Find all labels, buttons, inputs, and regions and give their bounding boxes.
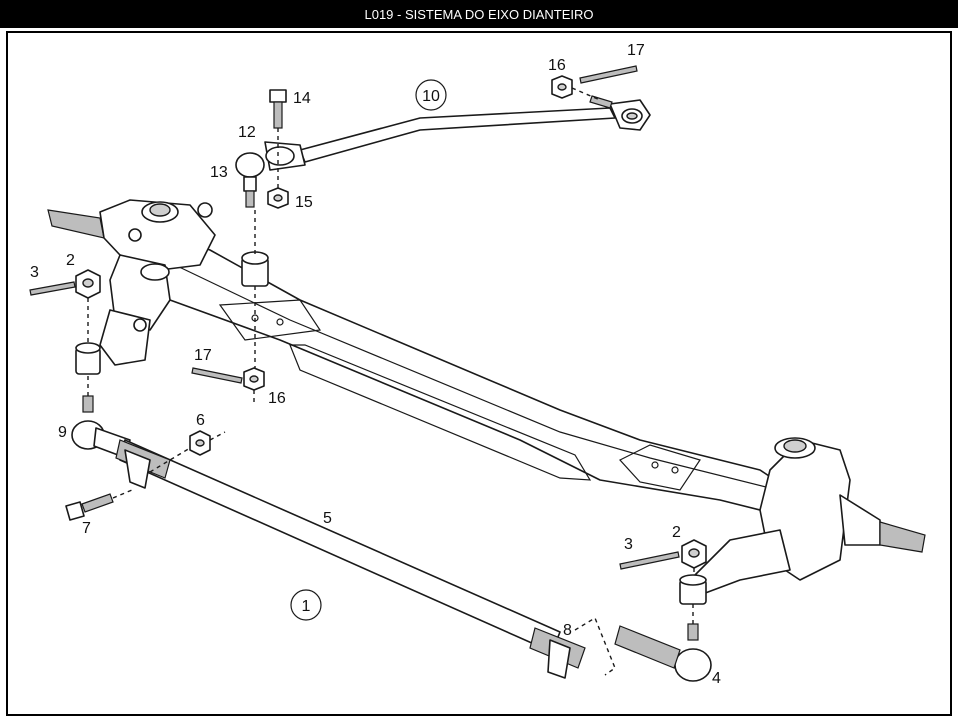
axle-beam (129, 224, 791, 516)
drag-link (264, 99, 651, 171)
castle-nut-2-left (75, 269, 101, 299)
cotter-pin-17-lower (191, 367, 243, 384)
cotter-pin-3-right (619, 551, 680, 570)
label-14: 14 (293, 90, 311, 107)
label-5: 5 (323, 510, 332, 527)
castle-nut-2-right (681, 539, 707, 569)
label-3-right: 3 (624, 536, 633, 553)
label-6: 6 (196, 412, 205, 429)
label-16-lower: 16 (268, 390, 286, 407)
diagram-frame (6, 31, 952, 716)
label-13: 13 (210, 164, 228, 181)
bolt-7 (65, 493, 114, 521)
pitman-arm-bushing (241, 251, 269, 287)
label-2-right: 2 (672, 524, 681, 541)
bushing-right (679, 574, 707, 605)
right-steering-knuckle (689, 437, 926, 596)
nut-6 (189, 430, 211, 456)
label-10: 10 (422, 88, 440, 105)
diagram-title: L019 - SISTEMA DO EIXO DIANTEIRO (364, 6, 594, 22)
ball-joint-13 (235, 152, 265, 208)
label-3-left: 3 (30, 264, 39, 281)
label-17-upper: 17 (627, 42, 645, 59)
tie-rod-5 (115, 439, 586, 679)
label-12: 12 (238, 124, 256, 141)
label-8: 8 (563, 622, 572, 639)
bushing-left (75, 342, 101, 375)
label-15: 15 (295, 194, 313, 211)
label-4: 4 (712, 670, 721, 687)
nut-16-upper (551, 75, 573, 99)
diagram-title-bar: L019 - SISTEMA DO EIXO DIANTEIRO (0, 0, 958, 28)
callout-circle-1 (290, 589, 322, 621)
label-9: 9 (58, 424, 67, 441)
nut-16-lower (243, 367, 265, 391)
cotter-pin-17-upper (579, 65, 638, 84)
tie-rod-end-4 (614, 623, 712, 682)
label-2-left: 2 (66, 252, 75, 269)
nut-15 (267, 187, 289, 209)
callout-circle-10 (415, 79, 447, 111)
label-7: 7 (82, 520, 91, 537)
bolt-14 (269, 89, 287, 129)
label-17-lower: 17 (194, 347, 212, 364)
cotter-pin-3-left (29, 281, 76, 296)
left-steering-knuckle (47, 199, 216, 366)
label-1: 1 (302, 598, 311, 615)
label-16-upper: 16 (548, 57, 566, 74)
